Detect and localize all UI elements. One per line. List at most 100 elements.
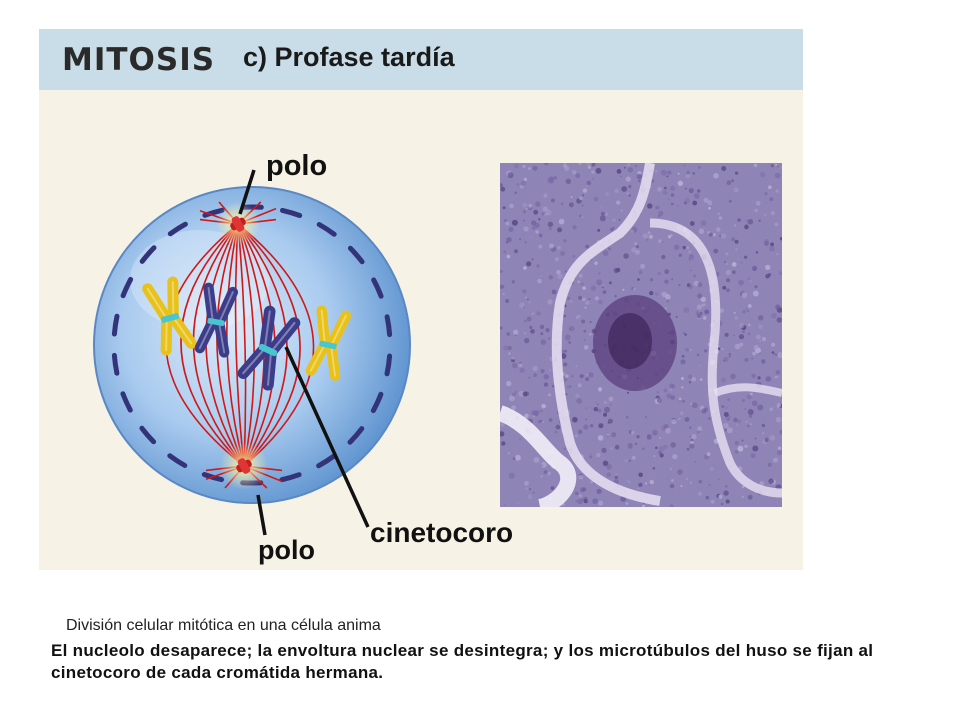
texture-speck	[523, 210, 527, 214]
texture-speck	[777, 352, 782, 359]
texture-speck	[769, 407, 774, 412]
texture-speck	[708, 206, 711, 210]
label-pole-top: polo	[266, 150, 328, 182]
envelope-fragment	[111, 352, 120, 376]
texture-speck	[519, 438, 522, 441]
texture-speck	[665, 294, 671, 300]
chromatid-arm	[262, 347, 277, 391]
texture-speck	[504, 504, 507, 506]
pointer-line-pole-top	[238, 169, 256, 215]
texture-speck	[551, 289, 557, 295]
texture-speck	[684, 333, 687, 336]
texture-speck	[564, 270, 567, 273]
envelope-fragment	[120, 391, 133, 413]
texture-speck	[525, 487, 528, 491]
texture-speck	[660, 169, 667, 176]
envelope-fragment	[316, 222, 337, 237]
texture-speck	[562, 163, 568, 168]
texture-speck	[582, 286, 586, 290]
chromatid-arm	[160, 315, 173, 356]
texture-speck	[556, 269, 561, 275]
texture-speck	[721, 347, 724, 351]
texture-speck	[747, 277, 750, 280]
texture-speck	[540, 409, 543, 413]
texture-speck	[524, 337, 530, 344]
texture-speck	[583, 329, 587, 333]
texture-speck	[775, 304, 781, 310]
texture-speck	[590, 163, 596, 167]
texture-speck	[536, 311, 541, 316]
texture-speck	[678, 253, 682, 257]
texture-speck	[516, 182, 520, 187]
texture-speck	[761, 359, 766, 364]
texture-speck	[702, 316, 707, 320]
texture-speck	[578, 273, 583, 278]
texture-speck	[748, 332, 750, 335]
texture-speck	[758, 315, 764, 321]
texture-speck	[634, 165, 638, 168]
texture-speck	[519, 238, 522, 241]
texture-speck	[563, 314, 566, 318]
texture-speck	[554, 430, 558, 434]
texture-speck	[514, 191, 517, 195]
texture-speck	[745, 219, 748, 222]
texture-speck	[689, 435, 692, 438]
chromatid-arm	[266, 317, 301, 356]
texture-speck	[742, 310, 746, 314]
texture-speck	[589, 453, 592, 456]
texture-speck	[531, 410, 537, 416]
texture-speck	[593, 407, 598, 412]
texture-speck	[731, 262, 737, 267]
texture-speck	[565, 393, 568, 396]
texture-speck	[628, 481, 631, 483]
texture-speck	[567, 296, 571, 300]
texture-speck	[718, 478, 720, 481]
texture-speck	[776, 450, 782, 456]
spindle-fiber	[216, 223, 245, 467]
texture-speck	[583, 345, 589, 350]
chromatid-highlight	[219, 291, 234, 322]
texture-speck	[525, 208, 528, 210]
chromatid-arm	[316, 305, 330, 348]
texture-speck	[586, 180, 592, 186]
texture-speck	[588, 372, 594, 378]
texture-speck	[658, 450, 662, 455]
texture-speck	[638, 270, 643, 275]
spindle-fiber	[180, 223, 245, 467]
texture-speck	[540, 496, 543, 499]
texture-speck	[621, 186, 628, 192]
texture-speck	[576, 398, 583, 404]
texture-speck	[751, 400, 758, 407]
texture-speck	[758, 324, 763, 329]
micrograph-art	[500, 163, 782, 507]
texture-speck	[734, 450, 739, 454]
texture-speck	[723, 261, 726, 264]
texture-speck	[657, 398, 662, 404]
texture-speck	[636, 435, 640, 439]
figure-caption: División celular mitótica en una célula …	[66, 617, 381, 634]
texture-speck	[572, 170, 577, 175]
texture-speck	[686, 478, 689, 481]
texture-speck	[765, 274, 770, 279]
texture-speck	[663, 444, 668, 449]
texture-speck	[735, 171, 739, 175]
texture-speck	[770, 210, 776, 216]
texture-speck	[591, 177, 594, 180]
texture-speck	[701, 303, 705, 307]
texture-speck	[603, 400, 607, 405]
texture-speck	[734, 239, 739, 244]
texture-speck	[734, 224, 737, 227]
texture-speck	[636, 245, 639, 249]
texture-speck	[758, 352, 761, 355]
texture-speck	[587, 166, 591, 169]
texture-speck	[528, 301, 531, 304]
chromatid-highlight	[266, 352, 272, 386]
texture-speck	[682, 331, 685, 334]
texture-speck	[718, 216, 723, 220]
texture-speck	[685, 348, 689, 352]
texture-speck	[776, 403, 781, 408]
chromatid-arm	[214, 286, 239, 327]
texture-speck	[577, 383, 582, 388]
texture-speck	[659, 437, 662, 439]
